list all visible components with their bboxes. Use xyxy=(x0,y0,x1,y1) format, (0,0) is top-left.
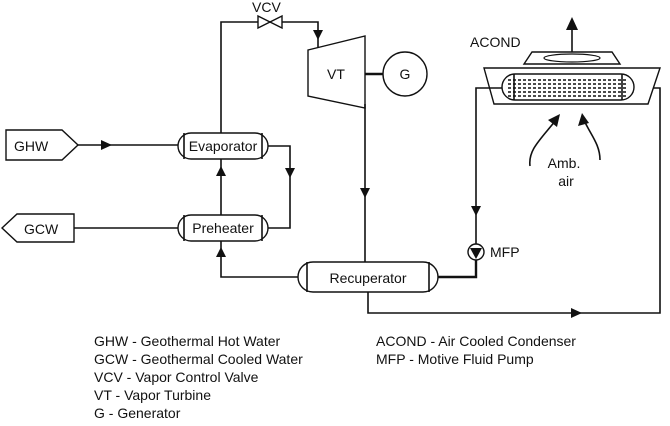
recuperator: Recuperator xyxy=(297,261,439,293)
evaporator-label: Evaporator xyxy=(189,138,258,154)
vcv-label: VCV xyxy=(252,0,281,15)
gcw-label: GCW xyxy=(24,221,59,237)
amb-label-line1: Amb. xyxy=(548,155,581,171)
flow-arrow xyxy=(216,247,226,257)
flow-arrow xyxy=(216,166,226,176)
air-cooled-condenser: ACOND Amb. air xyxy=(470,17,661,189)
pump-to-recuperator xyxy=(438,260,478,279)
flow-arrow xyxy=(360,188,370,198)
flow-arrow xyxy=(313,30,323,40)
legend-item: VCV - Vapor Control Valve xyxy=(94,369,259,385)
vt-label: VT xyxy=(327,66,345,82)
ghw-inlet: GHW xyxy=(5,129,80,161)
recuperator-to-condenser xyxy=(367,87,661,314)
fan-icon xyxy=(543,53,601,63)
preheater: Preheater xyxy=(177,214,269,242)
vcv-valve: VCV xyxy=(252,0,283,30)
fan-housing xyxy=(522,51,622,65)
flow-arrow xyxy=(571,308,582,318)
recuperator-to-preheater xyxy=(220,241,298,278)
flow-arrow xyxy=(101,140,112,150)
ghw-arrow-shape xyxy=(5,129,80,161)
legend-item: GHW - Geothermal Hot Water xyxy=(94,333,281,349)
gcw-outlet: GCW xyxy=(0,213,75,243)
preheater-label: Preheater xyxy=(192,220,254,236)
legend-left: GHW - Geothermal Hot Water GCW - Geother… xyxy=(94,333,303,421)
vapor-turbine: VT xyxy=(307,35,366,109)
mfp-label: MFP xyxy=(490,244,520,260)
recuperator-label: Recuperator xyxy=(329,270,406,286)
vcv-valve-left xyxy=(257,14,272,30)
legend-item: MFP - Motive Fluid Pump xyxy=(376,351,534,367)
legend-right: ACOND - Air Cooled Condenser MFP - Motiv… xyxy=(376,333,576,367)
condensate-line xyxy=(475,87,502,245)
evaporator: Evaporator xyxy=(177,132,269,160)
legend-item: ACOND - Air Cooled Condenser xyxy=(376,333,576,349)
generator-label: G xyxy=(400,66,411,82)
generator-circle xyxy=(382,51,428,97)
ambient-air-line xyxy=(529,119,557,167)
legend-item: GCW - Geothermal Cooled Water xyxy=(94,351,303,367)
vcv-valve-right xyxy=(268,14,283,30)
ambient-air-line xyxy=(583,119,601,161)
motive-fluid-pump: MFP xyxy=(467,243,520,261)
generator: G xyxy=(382,51,428,97)
exhaust-air-arrow-icon xyxy=(566,17,578,30)
ambient-air-arrow-icon xyxy=(548,114,560,127)
hot-water-loop xyxy=(268,145,291,229)
acond-label: ACOND xyxy=(470,34,521,50)
legend-item: VT - Vapor Turbine xyxy=(94,387,211,403)
vapor-line xyxy=(220,21,319,133)
ghw-label: GHW xyxy=(14,138,49,154)
ambient-air-arrow-icon xyxy=(578,113,589,126)
flow-arrow xyxy=(285,168,295,178)
legend-item: G - Generator xyxy=(94,405,181,421)
mfp-icon xyxy=(470,248,482,259)
amb-label-line2: air xyxy=(558,173,574,189)
flow-arrow xyxy=(471,206,481,216)
